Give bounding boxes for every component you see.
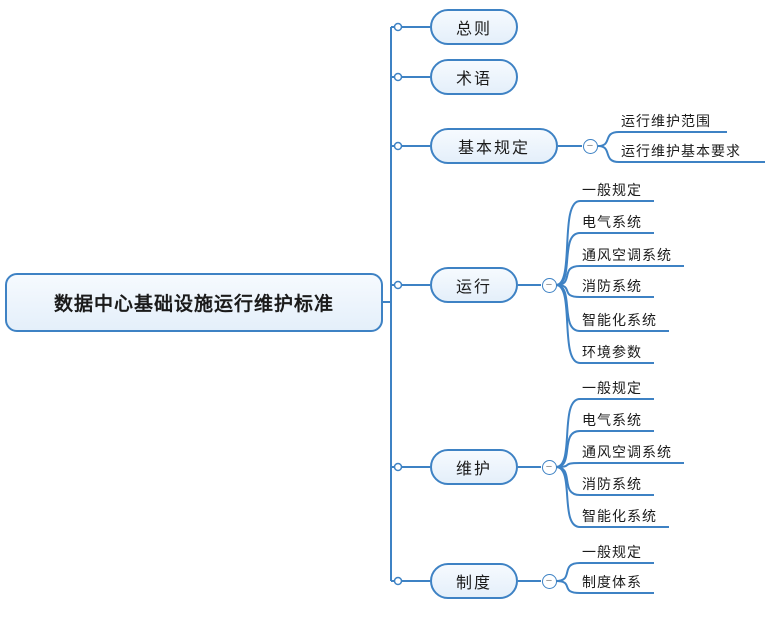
child-topic[interactable]: 通风空调系统 [582, 247, 672, 263]
child-connector-line [555, 398, 654, 468]
branch-topic-shuyu[interactable]: 术语 [430, 59, 518, 95]
junction-dot-icon [393, 462, 403, 472]
child-topic[interactable]: 智能化系统 [582, 508, 657, 524]
branch-topic-zhidu[interactable]: 制度 [430, 563, 518, 599]
child-topic[interactable]: 环境参数 [582, 344, 642, 360]
branch-junction-dots [393, 22, 403, 586]
child-topic[interactable]: 运行维护基本要求 [621, 143, 741, 159]
collapse-button-weihu[interactable]: − [541, 459, 557, 475]
child-connector-line [555, 200, 654, 286]
junction-dot-icon [393, 576, 403, 586]
child-connector-line [555, 466, 669, 528]
child-topic[interactable]: 通风空调系统 [582, 444, 672, 460]
junction-dot-icon [393, 280, 403, 290]
child-topic[interactable]: 消防系统 [582, 476, 642, 492]
child-topic[interactable]: 一般规定 [582, 380, 642, 396]
child-connector-line [555, 232, 654, 286]
child-connector-line [555, 284, 654, 364]
junction-dot-icon [393, 72, 403, 82]
branch-topic-jibenguiding[interactable]: 基本规定 [430, 128, 558, 164]
child-topic[interactable]: 制度体系 [582, 574, 642, 590]
child-topic[interactable]: 一般规定 [582, 182, 642, 198]
child-connector-line [555, 562, 654, 582]
child-connector-line [555, 265, 684, 286]
branch-topic-yunxing[interactable]: 运行 [430, 267, 518, 303]
child-topic[interactable]: 智能化系统 [582, 312, 657, 328]
junction-dot-icon [393, 141, 403, 151]
child-topic[interactable]: 电气系统 [582, 412, 642, 428]
child-connector-line [555, 430, 654, 468]
collapse-button-yunxing[interactable]: − [541, 277, 557, 293]
collapse-button-zhidu[interactable]: − [541, 573, 557, 589]
branch-topic-zongze[interactable]: 总则 [430, 9, 518, 45]
branch-topic-weihu[interactable]: 维护 [430, 449, 518, 485]
child-connector-line [597, 145, 765, 163]
child-topic[interactable]: 一般规定 [582, 544, 642, 560]
child-connector-line [555, 580, 654, 594]
child-topic[interactable]: 消防系统 [582, 278, 642, 294]
child-topic[interactable]: 运行维护范围 [621, 113, 711, 129]
junction-dot-icon [393, 22, 403, 32]
collapse-button-jibenguiding[interactable]: − [582, 138, 598, 154]
root-topic[interactable]: 数据中心基础设施运行维护标准 [5, 273, 383, 332]
child-connector-line [555, 462, 684, 468]
child-topic[interactable]: 电气系统 [582, 214, 642, 230]
